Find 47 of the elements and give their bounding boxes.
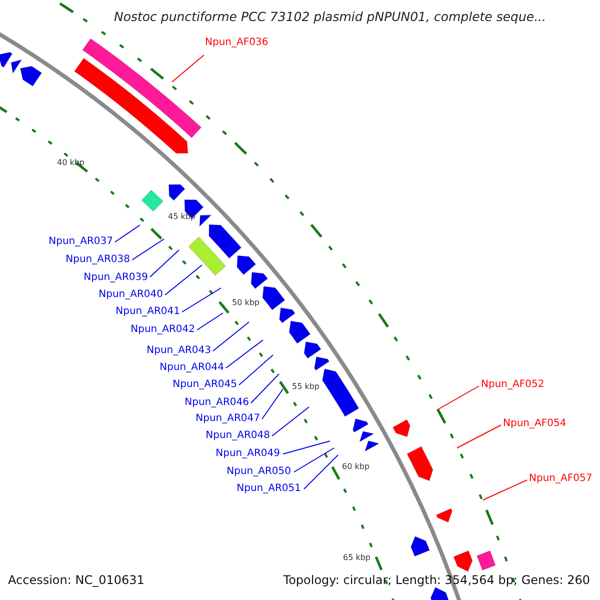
gene-label: Npun_AR043 [146,345,211,357]
leader-line [226,340,264,368]
leader-line [132,238,164,260]
gene-label: Npun_AR049 [216,448,280,460]
leader-line [114,224,140,242]
scale-label: 65 kbp [343,553,371,563]
leader-line [212,322,250,352]
gene-label: Npun_AR042 [130,324,195,336]
leader-line [238,354,274,386]
gene-label: Npun_AR041 [116,306,180,318]
gene-label: Npun_AR037 [48,236,113,248]
leader-line [172,54,204,82]
leader-line [304,454,338,490]
gene-label: Npun_AR046 [184,397,249,409]
leader-line [150,250,180,278]
leader-line [182,288,222,312]
leader-line [294,448,334,472]
gene-label: Npun_AR048 [206,430,270,442]
gene-label: Npun_AF052 [481,379,544,391]
gene-label: Npun_AR040 [98,289,163,301]
gene-label: Npun_AR045 [172,379,237,391]
gene-label: Npun_AR047 [196,413,260,425]
leader-line [164,264,202,296]
scale-label: 45 kbp [168,212,196,222]
gene-label: Npun_AF057 [529,473,592,485]
leader-line [436,386,480,410]
scale-label: 40 kbp [57,158,85,168]
leader-line [456,424,502,448]
map-title: Nostoc punctiforme PCC 73102 plasmid pNPUN01, complete seque... [112,9,547,24]
gene-label: Npun_AF054 [503,418,566,430]
summary-text: Topology: circular; Length: 354,564 bp; Genes: 260 [283,573,590,587]
scale-label: 60 kbp [342,462,370,472]
leader-line [262,388,284,420]
scale-label: 55 kbp [292,382,320,392]
leader-line [282,440,330,454]
leader-line [196,312,224,330]
gene-label: Npun_AR044 [160,362,224,374]
leader-line [272,406,310,436]
leader-line [482,480,528,500]
gene-label: Npun_AR038 [66,254,130,266]
scale-label: 50 kbp [232,298,260,308]
gene-label: Npun_AR039 [84,272,148,284]
gene-label: Npun_AF036 [205,37,268,49]
gene-label: Npun_AR051 [236,483,301,495]
leader-line [250,374,280,404]
accession-text: Accession: NC_010631 [8,573,144,587]
gene-label: Npun_AR050 [226,466,291,478]
